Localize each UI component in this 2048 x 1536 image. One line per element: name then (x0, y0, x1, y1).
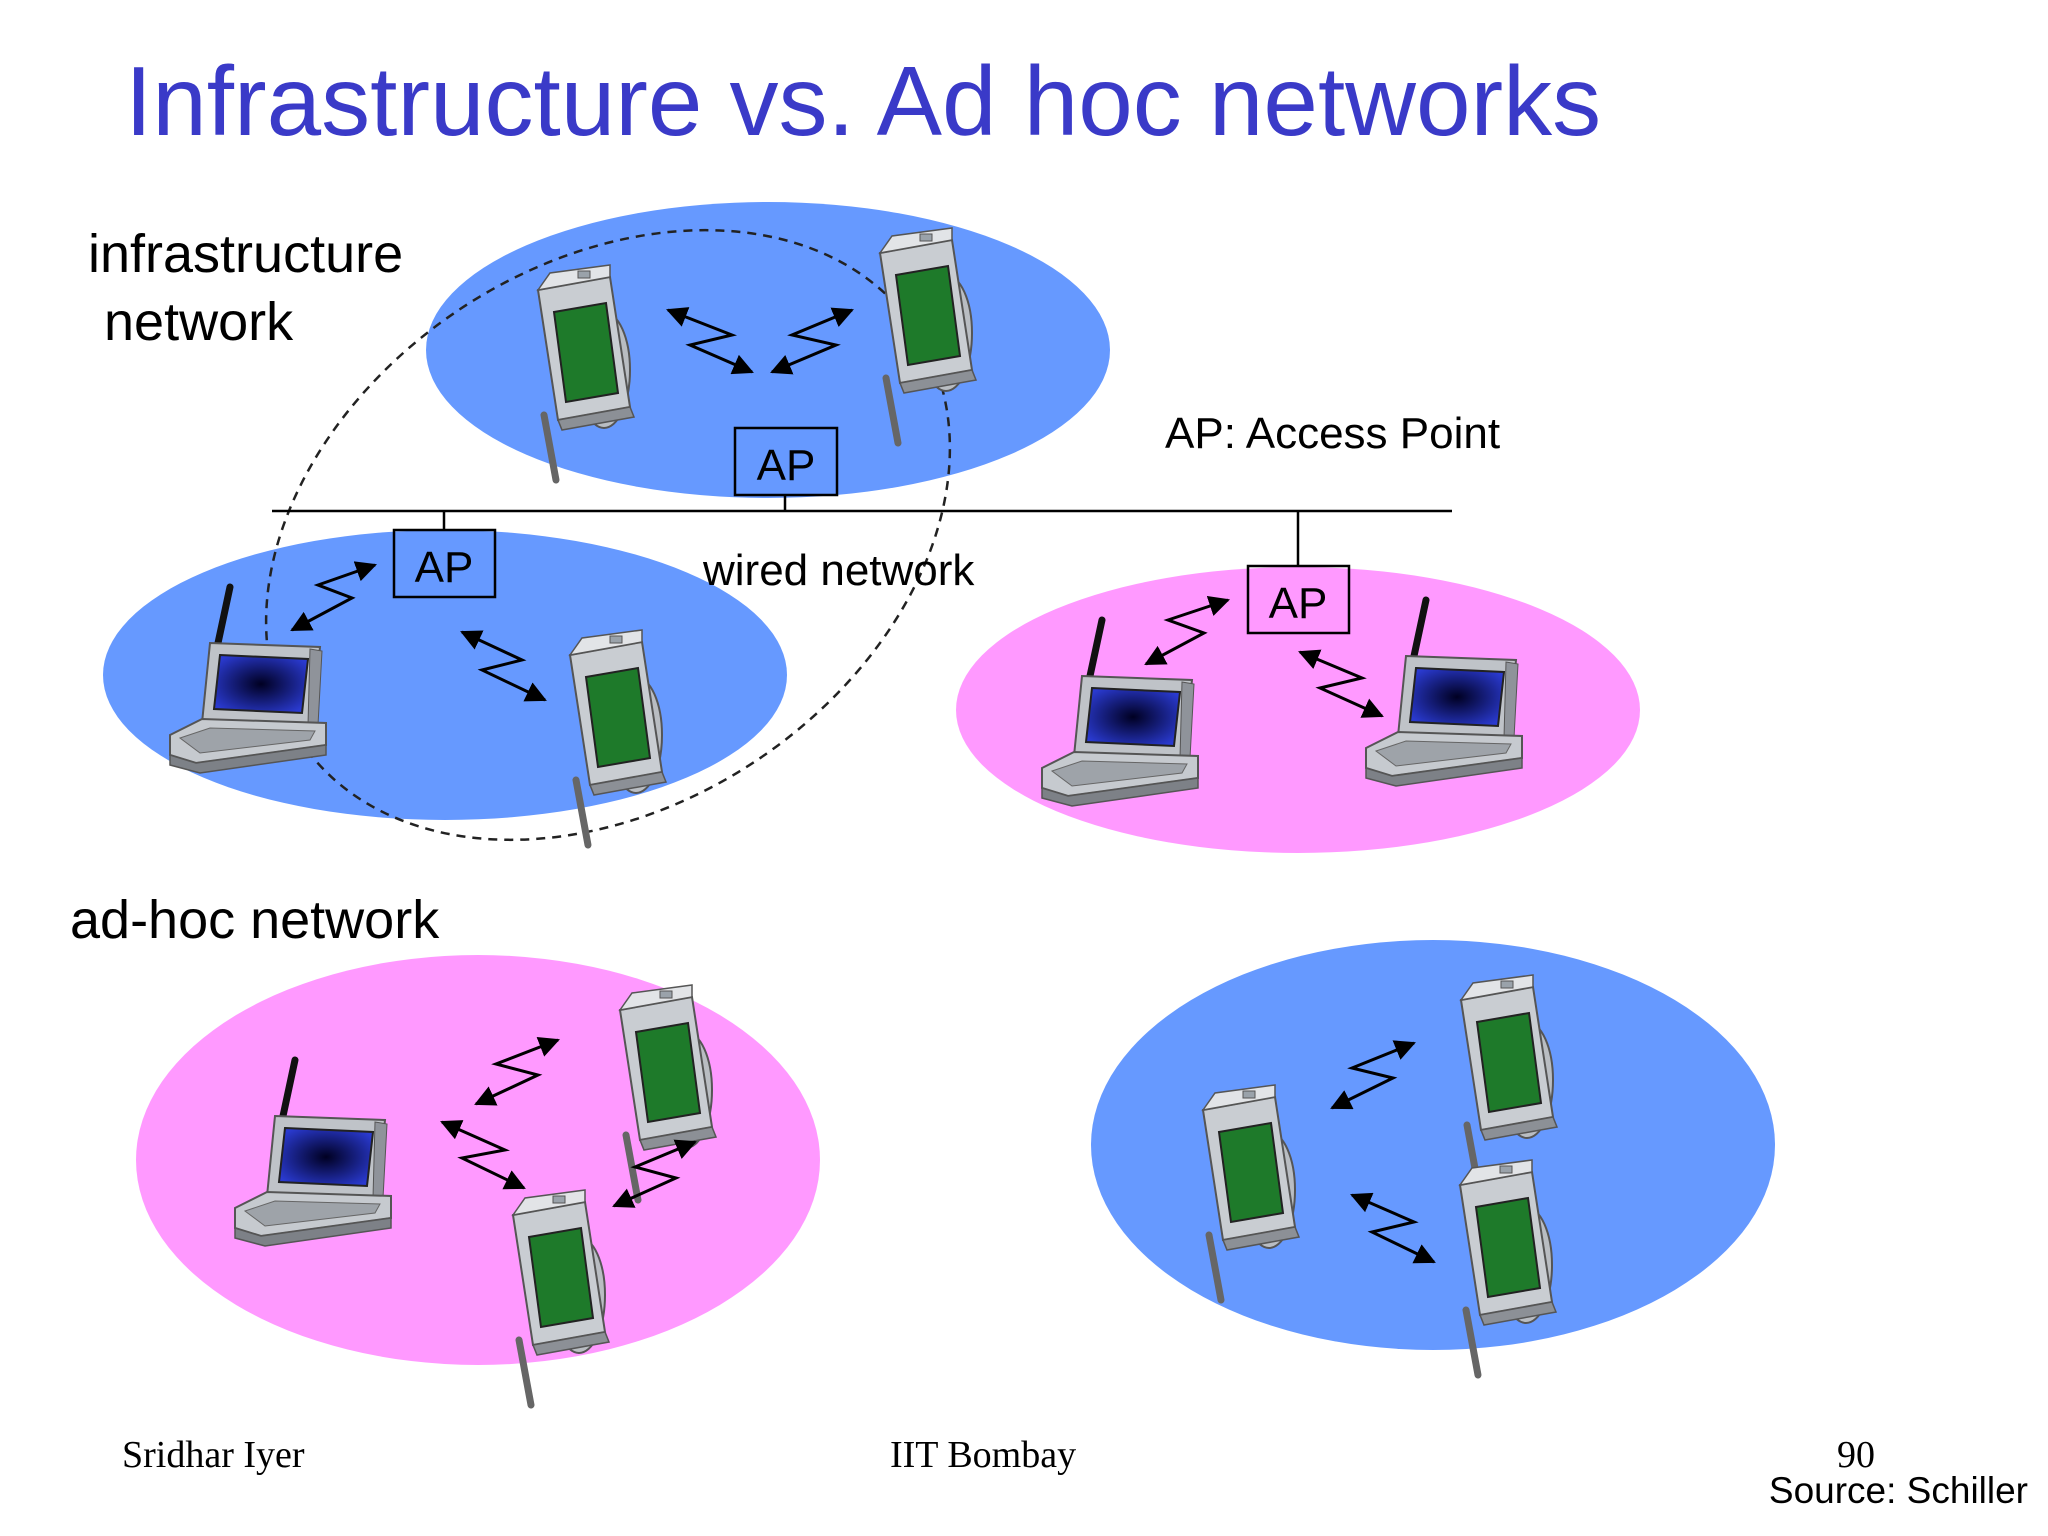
access-point-right: AP (1246, 564, 1351, 635)
wireless-link-icon (1330, 1040, 1416, 1110)
access-point-label: AP (757, 441, 816, 490)
wired-network (272, 495, 1452, 566)
adhoc-label: ad-hoc network (70, 890, 440, 950)
access-point-top: AP (733, 426, 839, 497)
access-point-label: AP (415, 543, 474, 592)
source-credit: Source: Schiller (1769, 1470, 2028, 1511)
wired-network-label: wired network (702, 546, 975, 595)
access-point-label: AP (1269, 579, 1328, 628)
wireless-link-icon (1144, 596, 1230, 666)
wireless-link-icon (1298, 649, 1384, 718)
wireless-link-icon (290, 561, 377, 632)
wireless-link-icon (612, 1139, 697, 1208)
wireless-link-icon (460, 630, 547, 702)
wireless-link-icon (474, 1037, 560, 1106)
cell-adhoc-right (1091, 940, 1775, 1350)
wireless-link-icon (1350, 1192, 1436, 1264)
ap-legend: AP: Access Point (1165, 409, 1500, 458)
page-number: 90 (1837, 1434, 1875, 1476)
wireless-link-icon (666, 307, 754, 375)
wireless-link-icon (440, 1120, 526, 1190)
wireless-link-icon (770, 307, 854, 375)
cell-adhoc-left (136, 955, 820, 1365)
infrastructure-label: infrastructure (88, 224, 403, 284)
infrastructure-label-line2: network (104, 292, 294, 352)
page-title: Infrastructure vs. Ad hoc networks (125, 46, 1601, 156)
footer-author: Sridhar Iyer (122, 1434, 305, 1476)
access-point-left: AP (392, 528, 497, 599)
footer-institution: IIT Bombay (890, 1434, 1076, 1476)
